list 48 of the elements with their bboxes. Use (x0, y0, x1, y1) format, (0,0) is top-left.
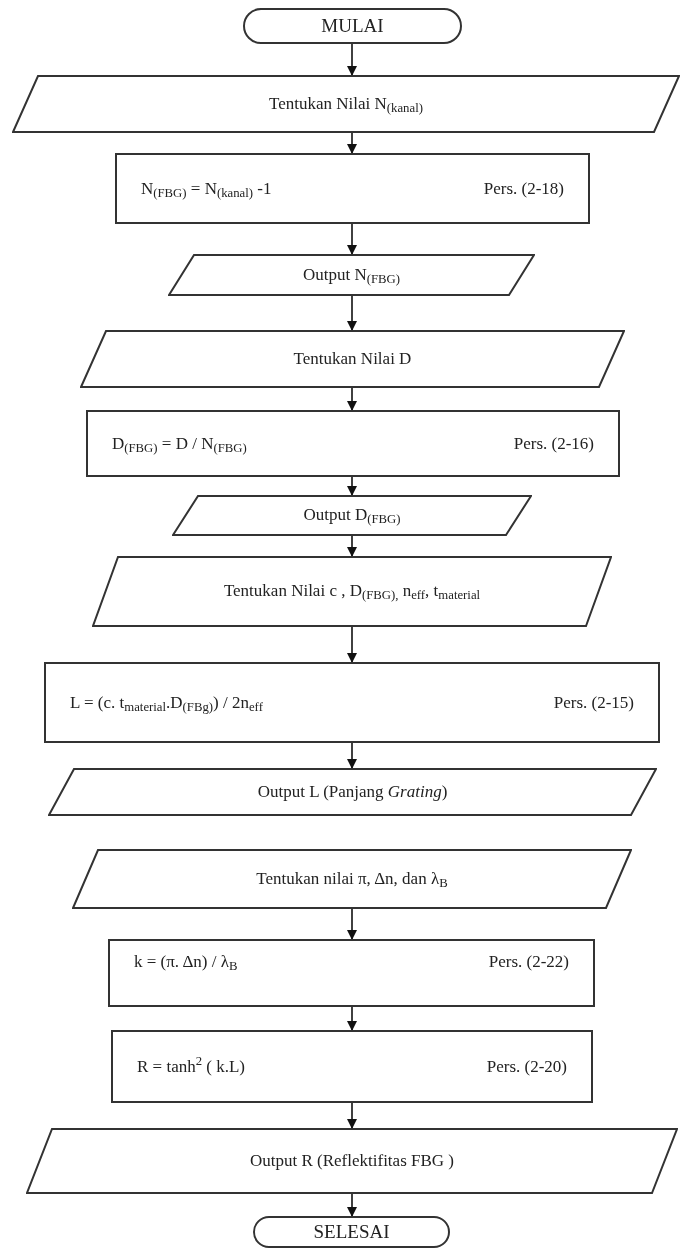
equation-reference: Pers. (2-22) (488, 951, 569, 973)
equation-reference: Pers. (2-15) (553, 691, 634, 714)
arrow (347, 476, 357, 496)
io-label: Tentukan nilai π, Δn, dan λ$_{B}$ (256, 867, 448, 891)
arrow (347, 223, 357, 255)
arrow (347, 1006, 357, 1031)
equation-reference: Pers. (2-18) (483, 177, 564, 200)
arrow (347, 535, 357, 557)
io-label: Output D$_{(FBG)}$ (303, 504, 401, 527)
input-output-parallelogram (92, 556, 612, 627)
arrow (347, 626, 357, 663)
io-label: Output L (Panjang Grating) (257, 780, 448, 803)
io-label: Tentukan Nilai c , D$_{(FBG),}$ n$_{eff}$, t$_{material}$ (223, 580, 481, 603)
io-label: Tentukan Nilai N$_{(kanal)}$ (269, 92, 423, 116)
input-output-parallelogram (172, 495, 532, 536)
input-output-parallelogram (80, 330, 625, 388)
input-output-parallelogram (72, 849, 632, 909)
formula: R = tanh$^{2}$ ( k.L) (137, 1053, 246, 1078)
process-box (115, 153, 590, 224)
terminator-label: SELESAI (313, 1219, 390, 1244)
arrow (347, 908, 357, 940)
arrow (347, 742, 357, 769)
formula: N$_{(FBG)}$ = N$_{(kanal)}$ -1 (141, 177, 272, 202)
arrow (347, 1102, 357, 1129)
process-box (111, 1030, 593, 1103)
process-box (44, 662, 660, 743)
formula: D$_{(FBG)}$ = D / N$_{(FBG)}$ (112, 432, 247, 457)
process-box (86, 410, 620, 477)
formula: k = (π. Δn) / λ$_{B}$ (134, 951, 238, 975)
input-output-parallelogram (26, 1128, 678, 1194)
equation-reference: Pers. (2-20) (486, 1055, 567, 1078)
terminator-label: MULAI (321, 13, 384, 38)
input-output-parallelogram (12, 75, 680, 133)
io-label: Output N$_{(FBG)}$ (302, 263, 400, 287)
terminator (253, 1216, 450, 1248)
arrow (347, 387, 357, 411)
arrow (347, 43, 357, 76)
terminator (243, 8, 462, 44)
arrow (347, 1193, 357, 1217)
io-label: Tentukan Nilai D (293, 347, 412, 370)
io-label: Output R (Reflektifitas FBG ) (250, 1149, 454, 1172)
arrow (347, 295, 357, 331)
arrow (347, 132, 357, 154)
process-box (108, 939, 595, 1007)
formula: L = (c. t$_{material}$.D$_{(FBg)}$) / 2n$_{eff}$ (70, 691, 263, 716)
input-output-parallelogram (168, 254, 535, 296)
input-output-parallelogram (48, 768, 657, 816)
equation-reference: Pers. (2-16) (513, 432, 594, 455)
